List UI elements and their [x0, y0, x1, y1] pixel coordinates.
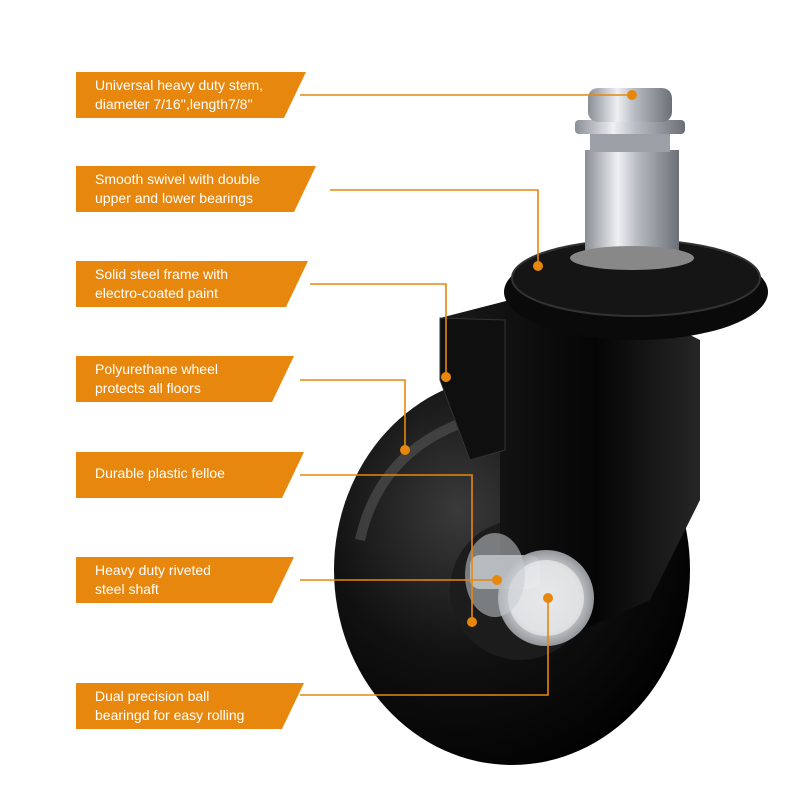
callout-stem: Universal heavy duty stem, diameter 7/16… [76, 72, 306, 118]
callout-bearings: Dual precision ball bearingd for easy ro… [76, 683, 304, 729]
callout-stem-line1: Universal heavy duty stem, [95, 77, 264, 93]
callout-dots [400, 90, 637, 627]
callout-swivel-line2: upper and lower bearings [95, 190, 253, 206]
callout-swivel-line1: Smooth swivel with double [95, 171, 260, 187]
callout-frame-line1: Solid steel frame with [95, 266, 229, 282]
callout-stem-line2: diameter 7/16'',length7/8'' [95, 96, 253, 112]
callout-wheel-line1: Polyurethane wheel [95, 361, 218, 377]
callout-swivel: Smooth swivel with double upper and lowe… [76, 166, 316, 212]
callout-bearings-line2: bearingd for easy rolling [95, 707, 245, 723]
callout-bearings-line1: Dual precision ball [95, 688, 210, 704]
callout-shaft-line1: Heavy duty riveted [95, 562, 211, 578]
callout-wheel: Polyurethane wheel protects all floors [76, 356, 294, 402]
callout-shaft: Heavy duty riveted steel shaft [76, 557, 294, 603]
callout-frame: Solid steel frame with electro-coated pa… [76, 261, 308, 307]
callout-felloe-line1: Durable plastic felloe [95, 465, 225, 481]
callout-frame-line2: electro-coated paint [95, 285, 218, 301]
leader-lines [300, 94, 632, 696]
callout-shaft-line2: steel shaft [95, 581, 159, 597]
callout-felloe: Durable plastic felloe [76, 452, 304, 498]
stem [570, 88, 694, 270]
callout-wheel-line2: protects all floors [95, 380, 201, 396]
